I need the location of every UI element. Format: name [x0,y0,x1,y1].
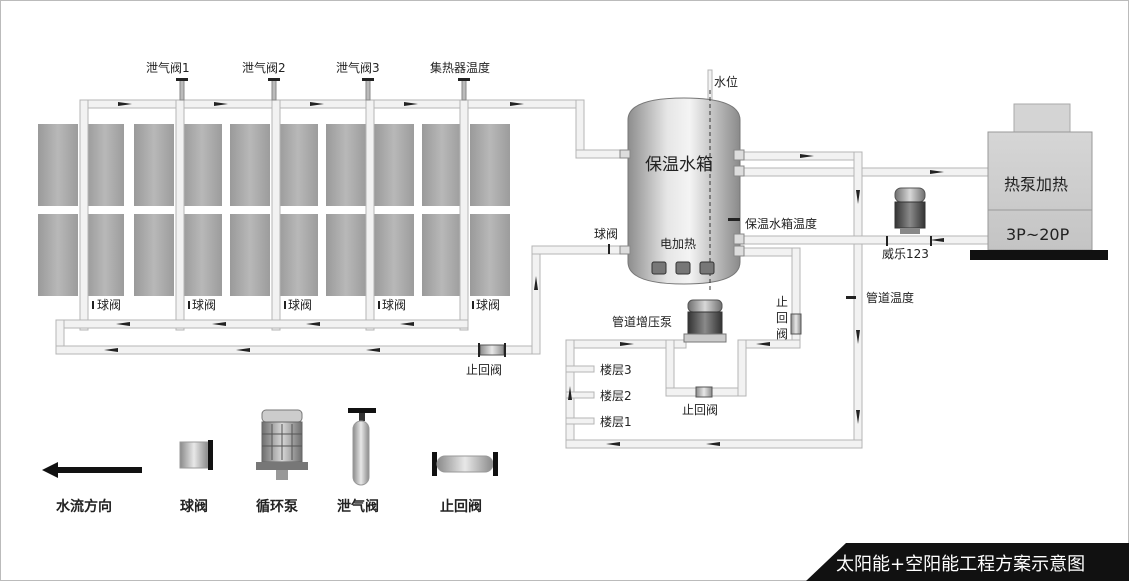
tank-ball-valve-label: 球阀 [594,227,618,241]
vent-valve-1-label: 泄气阀1 [146,60,190,75]
legend-circ-pump-label: 循环泵 [256,498,298,515]
pipe-temp-label: 管道温度 [866,290,914,305]
electric-heat-label: 电加热 [660,237,696,251]
floor-2-label: 楼层2 [600,388,632,403]
circulation-pump-wilo [886,187,932,246]
tank-label: 保温水箱 [645,155,713,175]
circulation-pump-icon [256,409,308,480]
wilo-pump-label: 威乐123 [882,247,929,261]
vent-valves-top [176,78,470,101]
tank-temp-label: 保温水箱温度 [745,216,817,231]
tank-ball-valve-icon [608,244,610,254]
vent-valve-3-label: 泄气阀3 [336,60,380,75]
title-banner [806,543,1129,581]
flow-direction-icon [42,462,142,478]
heat-pump-label: 热泵加热 [1004,175,1068,194]
vent-valve-icon [348,408,376,486]
floor-1-label: 楼层1 [600,414,632,429]
collector-ball-valve-label: 球阀 [192,298,216,312]
collector-ball-valve-label: 球阀 [382,298,406,312]
legend-ball-valve-label: 球阀 [180,498,208,515]
floor-3-label: 楼层3 [600,362,632,377]
booster-pump-label: 管道增压泵 [612,314,672,329]
side-check-valve-label-3: 阀 [776,327,788,341]
solar-collector-array [38,124,510,296]
legend-check-valve-label: 止回阀 [440,498,482,515]
side-check-valve-label-2: 回 [776,311,788,325]
bypass-check-valve [695,386,713,398]
side-check-valve [790,313,802,335]
pipe-temp-sensor [846,296,856,299]
legend-vent-valve-label: 泄气阀 [337,498,379,515]
collector-temp-label: 集热器温度 [430,60,490,75]
heat-pump-capacity: 3P~20P [1006,225,1070,244]
vent-valve-2-label: 泄气阀2 [242,60,286,75]
flow-arrows [104,102,944,446]
collector-ball-valve-label: 球阀 [476,298,500,312]
booster-pump [683,299,727,343]
ball-valve-icon [179,441,209,469]
title-banner-text: 太阳能+空阳能工程方案示意图 [836,554,1085,575]
legend-flow-label: 水流方向 [56,498,112,515]
insulated-water-tank [619,90,745,292]
side-check-valve-label-1: 止 [776,295,788,309]
collector-ball-valve-label: 球阀 [288,298,312,312]
legend [42,408,498,486]
heat-pump-unit [970,103,1108,260]
water-level-label: 水位 [714,74,738,89]
check-valve-icon [432,452,498,476]
collector-ball-valves [92,301,474,309]
collector-ball-valve-label: 球阀 [97,298,121,312]
main-check-valve [478,343,506,357]
bypass-check-valve-label: 止回阀 [682,403,718,417]
main-check-valve-label: 止回阀 [466,363,502,377]
